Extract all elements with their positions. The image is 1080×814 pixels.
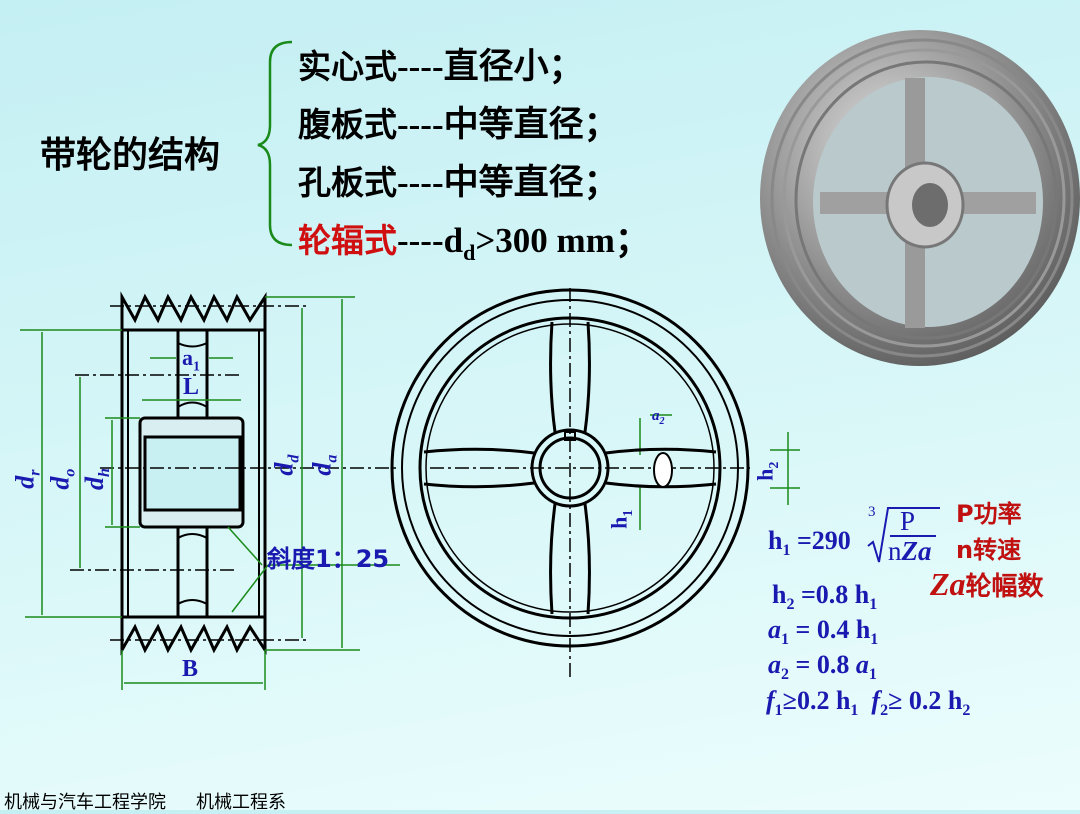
- var: h: [772, 580, 787, 609]
- legend-text: 轮幅数: [965, 572, 1044, 602]
- label-text: h: [606, 516, 632, 529]
- type-desc: ----中等直径；: [397, 163, 619, 202]
- subscript: h: [96, 468, 114, 478]
- slide-title: 带轮的结构: [40, 135, 221, 176]
- legend-spokes: Za轮幅数: [930, 566, 1044, 603]
- subscript: 2: [781, 666, 789, 684]
- footer-dept: 机械工程系: [196, 792, 286, 813]
- subscript: 1: [870, 631, 879, 649]
- subscript: 2: [659, 416, 665, 427]
- type-name: 轮辐式: [298, 221, 397, 260]
- label-text: d: [307, 462, 337, 476]
- footer-school: 机械与汽车工程学院: [4, 792, 166, 813]
- var: a: [768, 615, 781, 644]
- legend-speed: n转速: [956, 530, 1021, 565]
- type-hole-plate: 孔板式----中等直径；: [298, 154, 619, 205]
- brace: [257, 40, 293, 247]
- cross-section-drawing: [120, 291, 267, 656]
- label-L: L: [183, 374, 200, 400]
- label-dr: dr: [11, 469, 45, 488]
- subscript: d: [463, 240, 476, 265]
- subscript: 1: [850, 702, 859, 720]
- label-dd: dd: [269, 455, 303, 476]
- legend-text: n转速: [956, 536, 1022, 564]
- type-solid: 实心式----直径小；: [298, 38, 584, 89]
- label-h1: h1: [606, 510, 636, 529]
- pulley-3d-image: [760, 30, 1080, 366]
- type-name: 孔板式: [298, 163, 397, 202]
- var: a: [855, 650, 869, 679]
- label-dh: dh: [80, 468, 114, 490]
- subscript: 2: [766, 461, 782, 469]
- root-index: 3: [868, 504, 876, 520]
- cube-root: 3 P nZa: [866, 504, 942, 567]
- expr: ≥0.2 h: [782, 686, 851, 715]
- label-h2: h2: [752, 462, 782, 481]
- label-text: d: [79, 477, 109, 491]
- label-a1: a1: [182, 345, 200, 375]
- subscript: a: [323, 454, 341, 463]
- type-desc: ----中等直径；: [397, 105, 619, 144]
- label-text: d: [10, 475, 40, 489]
- type-spoke: 轮辐式----dd>300 mm；: [298, 212, 650, 266]
- denominator-za: Za: [901, 536, 932, 566]
- label-B: B: [182, 656, 199, 682]
- subscript: 2: [786, 596, 795, 614]
- label-text: a: [182, 345, 193, 370]
- denominator: nZa: [888, 536, 932, 567]
- subscript: 1: [620, 509, 636, 517]
- numerator: P: [900, 506, 916, 536]
- label-da: da: [307, 455, 341, 476]
- formula-h2: h2 =0.8 h1: [772, 580, 877, 614]
- subscript: 1: [193, 359, 200, 375]
- spoked-wheel-drawing: [390, 288, 750, 648]
- subscript: d: [285, 454, 303, 463]
- var: f: [766, 686, 775, 715]
- type-web: 腹板式----中等直径；: [298, 96, 619, 147]
- type-name: 实心式: [298, 47, 397, 86]
- label-text: h: [752, 468, 778, 481]
- subscript: r: [26, 469, 44, 476]
- formula-h1: h1 =290: [768, 526, 851, 560]
- denominator-n: n: [888, 536, 902, 566]
- formula-f: f1≥0.2 h1 f2≥ 0.2 h2: [766, 686, 970, 720]
- subscript: 1: [869, 596, 878, 614]
- subscript: o: [61, 468, 79, 477]
- subscript: 2: [880, 702, 889, 720]
- label-taper: 斜度1：25: [267, 545, 390, 573]
- legend-power: P功率: [956, 494, 1022, 529]
- type-desc-suffix: >300 mm；: [475, 221, 650, 260]
- expr: ≥ 0.2 h: [888, 686, 963, 715]
- subscript: 1: [774, 702, 783, 720]
- subscript: 1: [782, 542, 791, 560]
- var: f: [871, 686, 881, 715]
- subscript: 1: [781, 631, 789, 649]
- label-text: a: [652, 408, 660, 424]
- var: h: [768, 526, 783, 555]
- legend-text: P功率: [956, 500, 1022, 528]
- coefficient: =290: [790, 526, 851, 555]
- formula-a1: a1 = 0.4 h1: [768, 615, 878, 649]
- dimension-lines: [20, 296, 800, 690]
- legend-var: Za: [930, 566, 966, 602]
- formula-a2: a2 = 0.8 a1: [768, 650, 877, 684]
- expr: = 0.8: [789, 650, 856, 679]
- subscript: 1: [868, 666, 877, 684]
- label-text: d: [269, 462, 299, 476]
- footer: 机械与汽车工程学院 机械工程系: [4, 788, 286, 814]
- expr: = 0.4 h: [789, 615, 871, 644]
- label-do: do: [45, 469, 79, 490]
- label-text: d: [45, 476, 75, 490]
- subscript: 2: [962, 702, 971, 720]
- type-desc: ----直径小；: [397, 47, 584, 86]
- expr: =0.8 h: [794, 580, 870, 609]
- type-name: 腹板式: [298, 105, 397, 144]
- type-desc: ----d: [397, 221, 464, 260]
- var: a: [768, 650, 781, 679]
- label-a2: a2: [652, 408, 665, 427]
